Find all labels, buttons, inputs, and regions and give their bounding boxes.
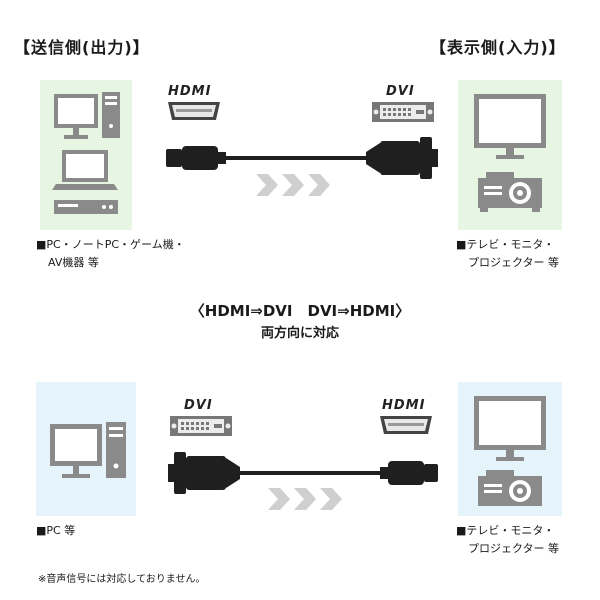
dvi-to-hdmi-cable [168,452,438,494]
pc-laptop-av-icon [52,92,120,214]
direction-arrows-bottom [268,488,342,510]
sender-caption-top-line1: ■PC・ノートPC・ゲーム機・ [36,238,185,251]
dvi-connector-face-bottom [170,400,232,436]
dvi-label-bottom: DVI [184,398,213,413]
sender-caption-top: ■PC・ノートPC・ゲーム機・ AV機器 等 [36,236,185,272]
bidirectional-subtitle: 両方向に対応 [260,326,339,341]
receiver-caption-bottom: ■テレビ・モニタ・ プロジェクター 等 [456,522,559,558]
sender-caption-top-line2: AV機器 等 [48,256,99,269]
receiver-caption-bottom-line1: ■テレビ・モニタ・ [456,524,555,537]
pc-icon [50,422,126,478]
sender-heading: 【送信側(出力)】 [14,38,150,57]
sender-caption-bottom: ■PC 等 [36,522,75,540]
receiver-caption-top-line2: プロジェクター 等 [468,256,560,269]
direction-arrows-top [256,174,330,196]
receiver-heading: 【表示側(入力)】 [430,38,566,57]
bidirectional-title: 〈HDMI⇒DVI DVI⇒HDMI〉 [189,302,411,320]
dvi-connector-face [372,86,434,122]
receiver-panel-top [458,80,562,230]
dvi-label-top: DVI [386,84,415,99]
audio-footnote: ※音声信号には対応しておりません。 [38,574,206,585]
hdmi-connector-face [166,86,222,122]
monitor-projector-icon [474,94,546,212]
hdmi-label-top: HDMI [168,84,212,99]
hdmi-to-dvi-cable [166,137,438,179]
monitor-projector-icon-bottom [474,396,546,506]
receiver-caption-top-line1: ■テレビ・モニタ・ [456,238,555,251]
sender-caption-bottom-line1: ■PC 等 [36,524,76,537]
receiver-caption-top: ■テレビ・モニタ・ プロジェクター 等 [456,236,559,272]
receiver-caption-bottom-line2: プロジェクター 等 [468,542,560,555]
sender-panel-top [40,80,132,230]
hdmi-label-bottom: HDMI [382,398,426,413]
hdmi-connector-face-bottom [378,400,434,436]
receiver-panel-bottom [458,382,562,516]
sender-panel-bottom [36,382,136,516]
